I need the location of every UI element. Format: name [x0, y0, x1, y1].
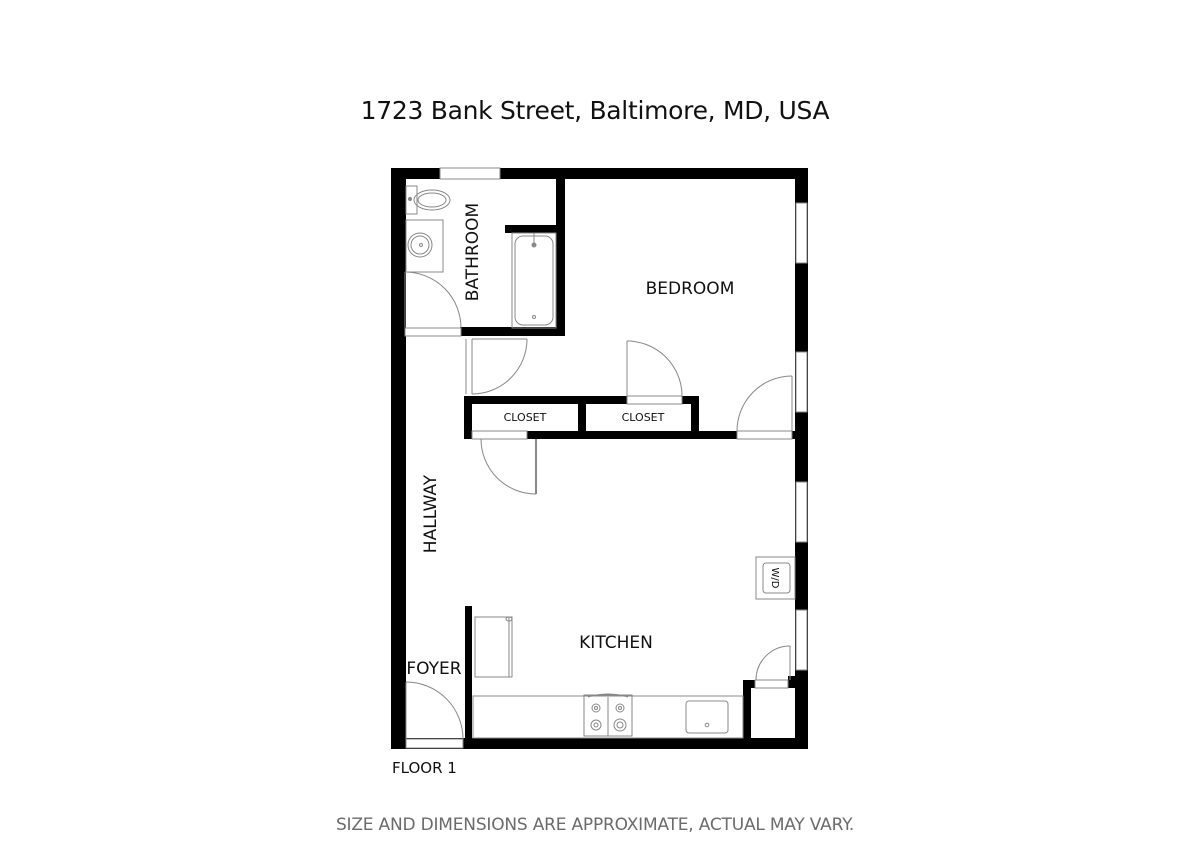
room-label-bedroom: BEDROOM — [646, 279, 735, 299]
disclaimer: SIZE AND DIMENSIONS ARE APPROXIMATE, ACT… — [335, 815, 855, 835]
refrigerator-icon — [474, 616, 513, 678]
sink-vanity-icon — [405, 219, 444, 273]
windows — [439, 167, 808, 671]
bathtub-icon — [511, 232, 557, 329]
room-label-kitchen: KITCHEN — [579, 633, 653, 653]
room-label-bathroom: BATHROOM — [463, 203, 483, 301]
room-label-foyer: FOYER — [406, 659, 461, 679]
kitchen-sink-icon — [685, 700, 729, 734]
room-label-hallway: HALLWAY — [421, 474, 441, 553]
washer-dryer-icon — [755, 556, 796, 600]
washer-dryer-label: W/D — [769, 568, 780, 589]
stove-icon — [583, 693, 633, 737]
toilet-icon — [405, 185, 451, 215]
floor-label: FLOOR 1 — [392, 759, 457, 777]
room-label-closet-2: CLOSET — [622, 411, 665, 424]
counter — [472, 695, 744, 739]
door-swings — [404, 271, 793, 740]
door-openings — [404, 327, 793, 749]
walls — [391, 168, 808, 749]
page-title: 1723 Bank Street, Baltimore, MD, USA — [360, 96, 830, 125]
room-label-closet-1: CLOSET — [504, 411, 547, 424]
